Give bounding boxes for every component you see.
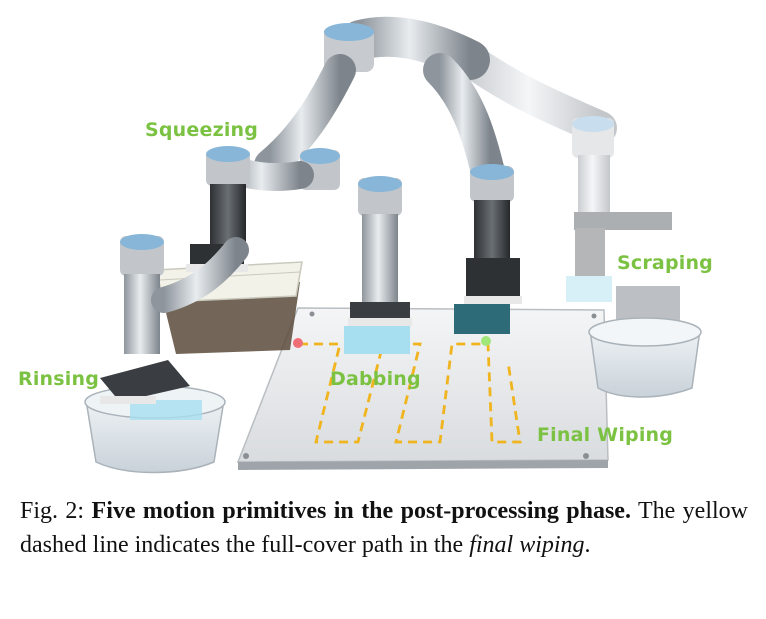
label-dabbing: Dabbing bbox=[330, 368, 421, 390]
caption-end: . bbox=[584, 532, 591, 558]
label-squeezing: Squeezing bbox=[145, 119, 259, 141]
caption-italic: final wiping bbox=[469, 532, 585, 558]
path-end-marker bbox=[481, 336, 491, 346]
final-wiping-wrist bbox=[454, 164, 522, 334]
robot-figure-illustration bbox=[84, 16, 702, 474]
dabbing-wrist bbox=[344, 176, 412, 354]
path-start-marker bbox=[293, 338, 303, 348]
label-scraping: Scraping bbox=[617, 252, 713, 274]
rinsing-wrist bbox=[100, 234, 249, 404]
label-final-wiping: Final Wiping bbox=[537, 424, 674, 446]
label-rinsing: Rinsing bbox=[18, 368, 100, 390]
work-plate bbox=[236, 307, 609, 470]
scraping-bowl bbox=[588, 286, 702, 398]
caption-text: The yellow dashed line indicates the ful… bbox=[20, 498, 748, 558]
caption-bold: Five motion primitives in the post-proce… bbox=[91, 498, 631, 524]
robot-arm-main bbox=[216, 16, 507, 197]
caption-prefix: Fig. 2: bbox=[20, 498, 92, 524]
final-wiping-dashed-path bbox=[299, 342, 522, 444]
ghost-robot-arm-scraping bbox=[453, 43, 672, 302]
figure-caption: Fig. 2: Five motion primitives in the po… bbox=[20, 494, 748, 562]
